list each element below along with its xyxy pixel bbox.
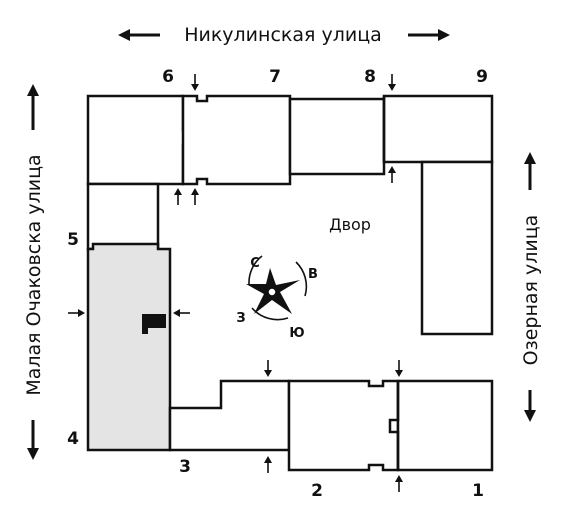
entrance-arrow-down-icon (191, 74, 199, 91)
compass-south: Ю (289, 326, 304, 341)
entrance-arrow-down-icon (264, 360, 272, 377)
building-number-5: 5 (67, 230, 79, 250)
building-4[interactable] (86, 242, 172, 452)
entrance-arrows (68, 74, 403, 492)
entrance-arrow-up-icon (264, 456, 272, 473)
building-3[interactable] (168, 379, 291, 452)
entrance-arrow-down-icon (395, 360, 403, 377)
compass-north: С (250, 256, 260, 271)
street-north-label: Никулинская улица (184, 24, 382, 46)
building-number-3: 3 (179, 457, 191, 477)
building-7-8-link[interactable] (288, 97, 386, 176)
entrance-arrow-up-icon (395, 475, 403, 492)
building-number-6: 6 (162, 67, 174, 87)
building-number-7: 7 (269, 67, 281, 87)
street-north: Никулинская улица (118, 24, 450, 46)
entrance-arrow-up-icon (388, 166, 396, 183)
building-number-2: 2 (311, 481, 323, 501)
compass-west: З (236, 311, 245, 326)
building-9[interactable] (420, 160, 494, 336)
entrance-arrow-right-icon (68, 309, 85, 317)
building-6[interactable] (86, 94, 192, 186)
entrance-arrow-up-icon (174, 188, 182, 205)
building-1[interactable] (396, 379, 494, 472)
building-8-9[interactable] (382, 94, 494, 164)
yard-label: Двор (329, 215, 371, 234)
building-7[interactable] (181, 94, 292, 186)
building-5[interactable] (86, 182, 160, 251)
entrance-arrow-left-icon (173, 309, 190, 317)
building-number-1: 1 (472, 481, 484, 501)
building-number-4: 4 (67, 429, 79, 449)
building-number-9: 9 (476, 67, 488, 87)
entrance-arrow-up-icon (191, 188, 199, 205)
compass-east: В (308, 267, 318, 282)
entrance-arrow-down-icon (388, 74, 396, 91)
building-number-8: 8 (364, 67, 376, 87)
street-west-label: Малая Очаковска улица (23, 154, 45, 395)
compass-rose: С В Ю З (236, 255, 318, 341)
street-east-label: Озерная улица (520, 215, 542, 366)
street-west: Малая Очаковска улица (23, 84, 45, 460)
building-2[interactable] (287, 379, 400, 472)
street-east: Озерная улица (520, 152, 542, 422)
